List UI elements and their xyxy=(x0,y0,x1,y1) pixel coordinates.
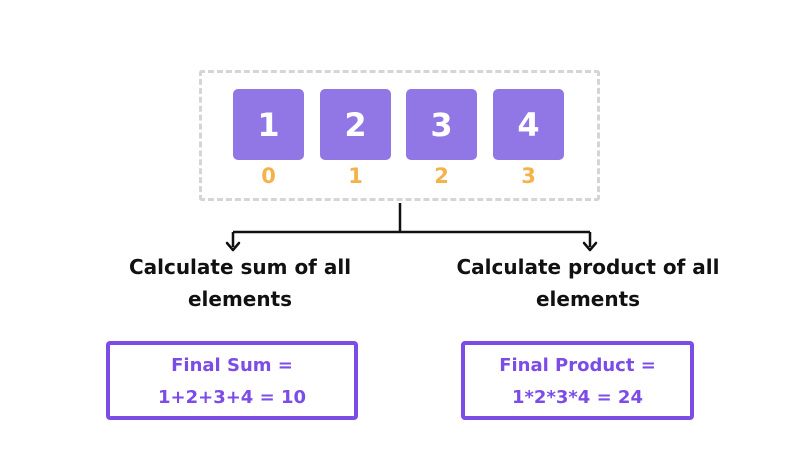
product-result-line1: Final Product = xyxy=(499,355,656,376)
array-cell-3: 4 xyxy=(493,89,564,160)
array-index-1: 1 xyxy=(348,164,363,188)
sum-caption: Calculate sum of all elements xyxy=(90,251,390,315)
sum-result-box: Final Sum = 1+2+3+4 = 10 xyxy=(106,341,358,420)
array-index-3: 3 xyxy=(521,164,536,188)
product-caption: Calculate product of all elements xyxy=(438,251,738,315)
array-cell-value: 2 xyxy=(344,105,367,144)
product-result-line2: 1*2*3*4 = 24 xyxy=(511,387,643,408)
array-cell-value: 1 xyxy=(257,105,280,144)
sum-caption-line2: elements xyxy=(187,287,293,311)
sum-result-line2: 1+2+3+4 = 10 xyxy=(157,387,306,408)
arrowhead-left xyxy=(225,241,241,252)
sum-result-line1: Final Sum = xyxy=(171,355,293,376)
array-cell-0: 1 xyxy=(233,89,304,160)
array-cell-1: 2 xyxy=(320,89,391,160)
array-index-2: 2 xyxy=(434,164,449,188)
product-caption-line1: Calculate product of all xyxy=(456,255,720,279)
product-result-box: Final Product = 1*2*3*4 = 24 xyxy=(461,341,694,420)
product-caption-line2: elements xyxy=(535,287,641,311)
array-cell-value: 4 xyxy=(517,105,540,144)
sum-caption-line1: Calculate sum of all xyxy=(128,255,352,279)
array-container xyxy=(199,70,600,201)
array-cell-value: 3 xyxy=(430,105,453,144)
array-cell-2: 3 xyxy=(406,89,477,160)
branch-lines xyxy=(231,203,592,247)
arrowhead-right xyxy=(582,241,598,252)
array-index-0: 0 xyxy=(261,164,276,188)
